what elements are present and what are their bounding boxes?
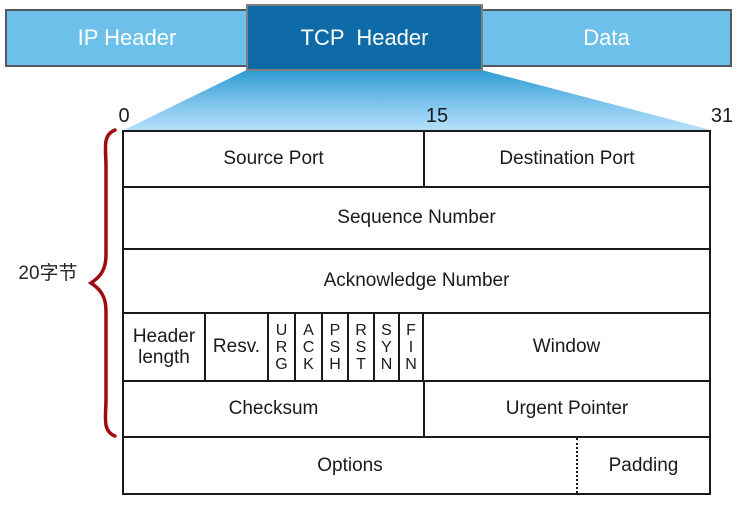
rst-flag-cell: R S T bbox=[349, 314, 375, 380]
ip-header-segment: IP Header bbox=[77, 25, 177, 50]
fin-flag-cell: F I N bbox=[400, 314, 424, 380]
byte-count-label: 20字节 bbox=[18, 263, 78, 284]
left-brace bbox=[87, 128, 117, 438]
table-row-checksum: Checksum Urgent Pointer bbox=[124, 382, 709, 438]
padding-cell: Padding bbox=[608, 454, 679, 476]
urg-flag-cell: U R G bbox=[269, 314, 296, 380]
table-row-options: Options Padding bbox=[124, 438, 709, 493]
table-row-flags: Header length Resv. U R G A C K P S H R … bbox=[124, 314, 709, 382]
header-length-cell: Header length bbox=[124, 314, 206, 380]
data-segment: Data bbox=[583, 25, 630, 50]
sequence-number-cell: Sequence Number bbox=[337, 207, 496, 228]
acknowledge-number-cell: Acknowledge Number bbox=[323, 270, 510, 291]
syn-flag-cell: S Y N bbox=[375, 314, 400, 380]
bit-label-31: 31 bbox=[710, 105, 734, 127]
table-row-acknowledge: Acknowledge Number bbox=[124, 250, 709, 314]
table-row-ports: Source Port Destination Port bbox=[124, 132, 709, 188]
options-cell: Options bbox=[124, 438, 578, 493]
destination-port-cell: Destination Port bbox=[499, 148, 635, 169]
tcp-field-table: Source Port Destination Port Sequence Nu… bbox=[122, 130, 711, 495]
urgent-pointer-cell: Urgent Pointer bbox=[505, 398, 629, 419]
checksum-cell: Checksum bbox=[124, 382, 425, 436]
tcp-header-segment: TCP Header bbox=[246, 4, 483, 71]
psh-flag-cell: P S H bbox=[323, 314, 349, 380]
window-cell: Window bbox=[532, 336, 601, 357]
ack-flag-cell: A C K bbox=[296, 314, 323, 380]
reserved-cell: Resv. bbox=[206, 314, 269, 380]
bit-label-15: 15 bbox=[425, 105, 449, 127]
bit-label-0: 0 bbox=[118, 105, 130, 127]
tcp-header-segment-label: TCP Header bbox=[300, 24, 429, 50]
table-row-sequence: Sequence Number bbox=[124, 188, 709, 250]
zoom-funnel-shape bbox=[124, 70, 711, 130]
source-port-cell: Source Port bbox=[124, 132, 425, 186]
